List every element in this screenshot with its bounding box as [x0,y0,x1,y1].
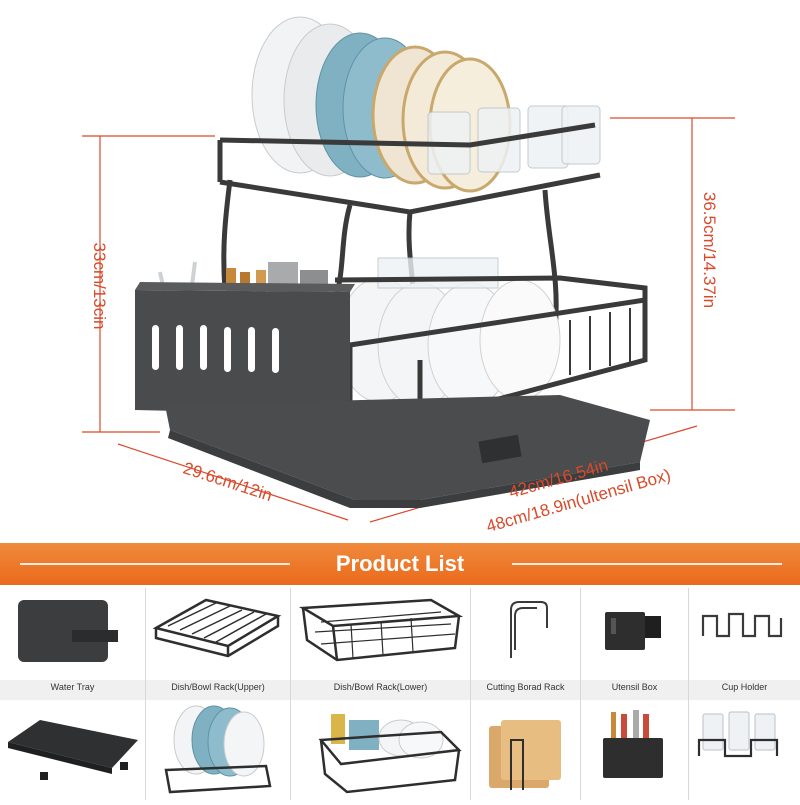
product-label: Water Tray [50,682,95,692]
product-label: Cutting Borad Rack [486,682,565,692]
grid-divider [688,588,689,800]
banner-left-rule [20,563,290,565]
label-band [0,680,145,700]
grid-divider [145,588,146,800]
utensil-box-icon [581,588,688,680]
upper-plates [251,16,512,193]
upper-rack-icon [146,588,290,680]
product-upper-rack: Dish/Bowl Rack(Upper) [146,588,290,800]
label-band [146,680,290,700]
label-band [471,680,580,700]
lower-rack-photo [291,700,470,800]
height-right-label: 36.5cm/14.37in [700,192,719,308]
water-tray-photo [0,700,145,800]
banner-title: Product List [335,551,465,576]
product-cutting-board-rack: Cutting Borad Rack [471,588,580,800]
product-list-banner: Product List [0,543,800,585]
dish-rack-illustration: 33cm/13cin 36.5cm/14.37in 29.6cm/12in 42… [82,16,735,536]
label-band [581,680,688,700]
lower-rack-icon [291,588,470,680]
product-hero: 33cm/13cin 36.5cm/14.37in 29.6cm/12in 42… [82,16,735,536]
banner-right-rule [512,563,782,565]
water-tray [165,395,650,508]
product-label: Dish/Bowl Rack(Upper) [171,682,265,692]
utensil-box [135,282,355,415]
label-band [689,680,800,700]
water-tray-icon [0,588,145,680]
utensil-box-photo [581,700,688,800]
lower-rack-bars [569,308,631,375]
product-water-tray: Water Tray [0,588,145,800]
product-label: Cup Holder [721,682,768,692]
cup-holder-icon [689,588,800,680]
grid-divider [470,588,471,800]
upper-rack-photo [146,700,290,800]
product-lower-rack: Dish/Bowl Rack(Lower) [291,588,470,800]
cutting-board-photo [471,700,580,800]
product-cup-holder: Cup Holder [689,588,800,800]
grid-divider [290,588,291,800]
product-label: Dish/Bowl Rack(Lower) [333,682,428,692]
product-label: Utensil Box [611,682,658,692]
cutting-board-rack-icon [471,588,580,680]
upper-glasses [427,105,601,175]
label-band [291,680,470,700]
product-utensil-box: Utensil Box [581,588,688,800]
product-grid: Water Tray [0,588,800,800]
height-left-label: 33cm/13cin [90,243,109,330]
cup-holder-photo [689,700,800,800]
grid-divider [580,588,581,800]
